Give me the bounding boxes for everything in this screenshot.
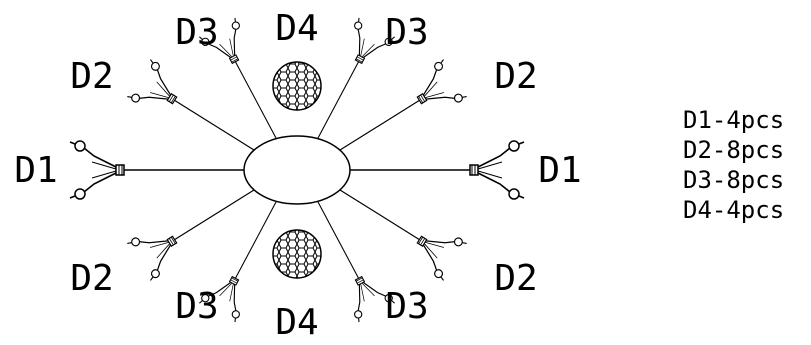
label-d3-top-right: D3 <box>385 12 428 53</box>
label-d2-top-right: D2 <box>494 56 537 97</box>
legend-item: D1-4pcs <box>683 106 784 134</box>
label-d2-bottom-left: D2 <box>70 258 113 299</box>
legend-item: D2-8pcs <box>683 136 784 164</box>
arm-d1-left <box>69 140 245 200</box>
label-d4-bottom: D4 <box>275 302 318 340</box>
label-d2-bottom-right: D2 <box>494 258 537 299</box>
arm-d2-bottom-left <box>126 170 267 282</box>
label-d4-top: D4 <box>275 8 318 49</box>
arm-d2-top-left <box>126 58 267 170</box>
quantity-legend: D1-4pcs D2-8pcs D3-8pcs D4-4pcs <box>683 106 784 224</box>
label-d2-top-left: D2 <box>70 56 113 97</box>
center-body <box>243 135 351 205</box>
label-d3-top-left: D3 <box>175 12 218 53</box>
arm-d2-bottom-right <box>327 170 468 282</box>
arm-d1-right <box>349 140 525 200</box>
label-d3-bottom-left: D3 <box>175 286 218 327</box>
arm-d2-top-right <box>327 58 468 170</box>
legend-item: D3-8pcs <box>683 166 784 194</box>
label-d1-right: D1 <box>538 150 581 191</box>
ball-d4-bottom <box>272 229 322 279</box>
label-d3-bottom-right: D3 <box>385 286 428 327</box>
legend-item: D4-4pcs <box>683 196 784 224</box>
label-d1-left: D1 <box>14 150 57 191</box>
ball-d4-top <box>272 61 322 111</box>
